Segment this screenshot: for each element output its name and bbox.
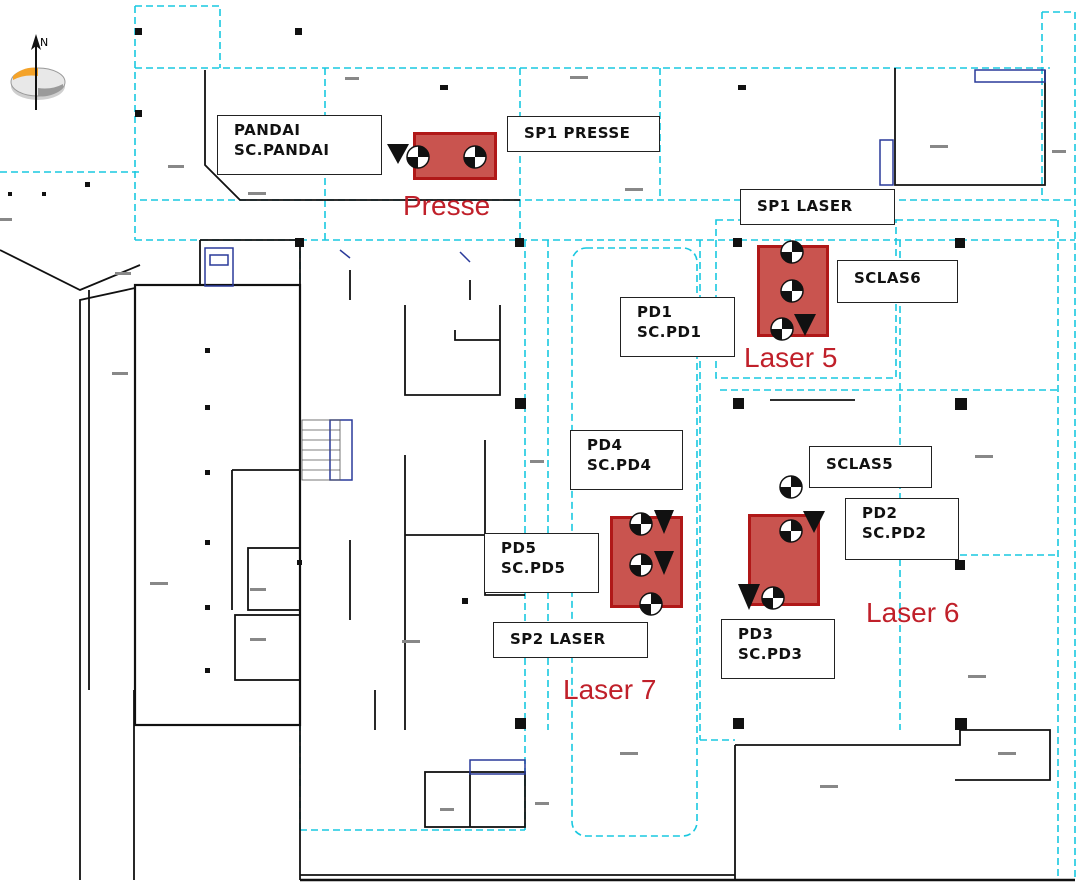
sensor-target-icon [629,553,653,577]
label-sp1-presse-text: SP1 PRESSE [524,124,631,142]
label-pd4-line2: SC.PD4 [587,456,652,474]
sensor-target-icon [779,475,803,499]
label-sp2-laser-text: SP2 LASER [510,630,606,648]
label-pd1: PD1 SC.PD1 [620,297,735,357]
north-arrow: N [6,30,68,112]
direction-triangle-icon [803,511,825,533]
direction-triangle-icon [654,510,674,534]
label-pd1-line2: SC.PD1 [637,323,702,341]
stair-area [301,419,341,481]
direction-triangle-icon [738,584,760,610]
sensor-target-icon [761,586,785,610]
label-pd5-line2: SC.PD5 [501,559,566,577]
label-pd2-line2: SC.PD2 [862,524,927,542]
label-pd5: PD5 SC.PD5 [484,533,599,593]
label-pd3-line2: SC.PD3 [738,645,803,663]
sensor-target-icon [463,145,487,169]
label-pd4-line1: PD4 [587,436,623,454]
direction-triangle-icon [654,551,674,575]
label-pandai: PANDAI SC.PANDAI [217,115,382,175]
area-title-presse: Presse [403,190,491,221]
label-pd2: PD2 SC.PD2 [845,498,959,560]
sensor-target-icon [779,519,803,543]
north-label: N [40,36,49,49]
direction-triangle-icon [794,314,816,336]
area-title-laser5: Laser 5 [744,342,838,373]
north-arrow-icon [10,34,66,110]
label-pd1-line1: PD1 [637,303,673,321]
sensor-target-icon [780,240,804,264]
sensor-target-icon [639,592,663,616]
blue-details [204,69,1046,775]
label-sclas5: SCLAS5 [809,446,932,488]
label-sp2-laser: SP2 LASER [493,622,648,658]
area-title-laser6: Laser 6 [866,597,960,628]
columns [8,28,967,730]
label-sclas6-text: SCLAS6 [854,269,922,287]
sensor-target-icon [770,317,794,341]
sensor-target-icon [780,279,804,303]
direction-triangle-icon [387,144,409,164]
label-pd2-line1: PD2 [862,504,898,522]
sensor-target-icon [629,512,653,536]
sensor-target-icon [406,145,430,169]
label-sp1-laser: SP1 LASER [740,189,895,225]
label-sp1-laser-text: SP1 LASER [757,197,853,215]
label-pandai-line2: SC.PANDAI [234,141,330,159]
label-sclas5-text: SCLAS5 [826,455,894,473]
label-sclas6: SCLAS6 [837,260,958,303]
label-pd3-line1: PD3 [738,625,774,643]
room-tags [0,76,1066,811]
label-pd3: PD3 SC.PD3 [721,619,835,679]
label-pd4: PD4 SC.PD4 [570,430,683,490]
area-title-laser7: Laser 7 [563,674,657,705]
label-pandai-line1: PANDAI [234,121,301,139]
label-pd5-line1: PD5 [501,539,537,557]
label-sp1-presse: SP1 PRESSE [507,116,660,152]
